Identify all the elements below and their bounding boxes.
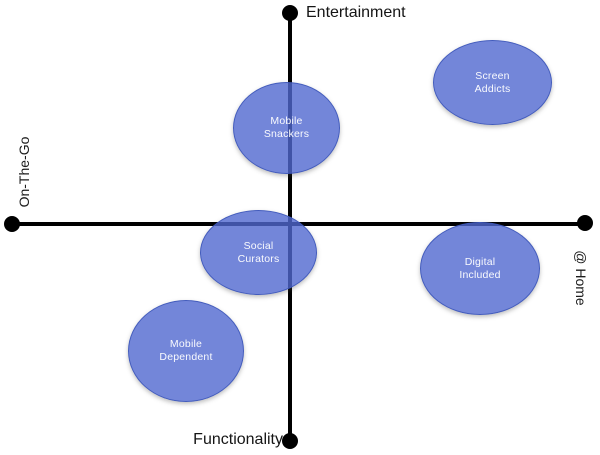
bubble-screen-addicts: Screen Addicts [433,40,552,125]
vertical-axis-top-endpoint-dot [282,5,298,21]
bubble-label-digital-included: Digital Included [459,255,501,281]
bubble-mobile-dependent: Mobile Dependent [128,300,244,402]
bubble-label-social-curators: Social Curators [237,239,280,265]
bubble-label-screen-addicts: Screen Addicts [474,69,511,95]
bubble-social-curators: Social Curators [200,210,317,295]
axis-label-functionality: Functionality [193,431,283,448]
bubble-mobile-snackers: Mobile Snackers [233,82,340,174]
axis-label-on-the-go: On-The-Go [16,136,32,208]
vertical-axis-bottom-endpoint-dot [282,433,298,449]
horizontal-axis-right-endpoint-dot [577,215,593,231]
horizontal-axis-left-endpoint-dot [4,216,20,232]
bubble-label-mobile-snackers: Mobile Snackers [263,115,310,140]
bubble-digital-included: Digital Included [420,222,540,315]
bubble-label-mobile-dependent: Mobile Dependent [159,338,213,363]
axis-label-entertainment: Entertainment [306,4,406,21]
axis-label-at-home: @ Home [573,250,589,306]
